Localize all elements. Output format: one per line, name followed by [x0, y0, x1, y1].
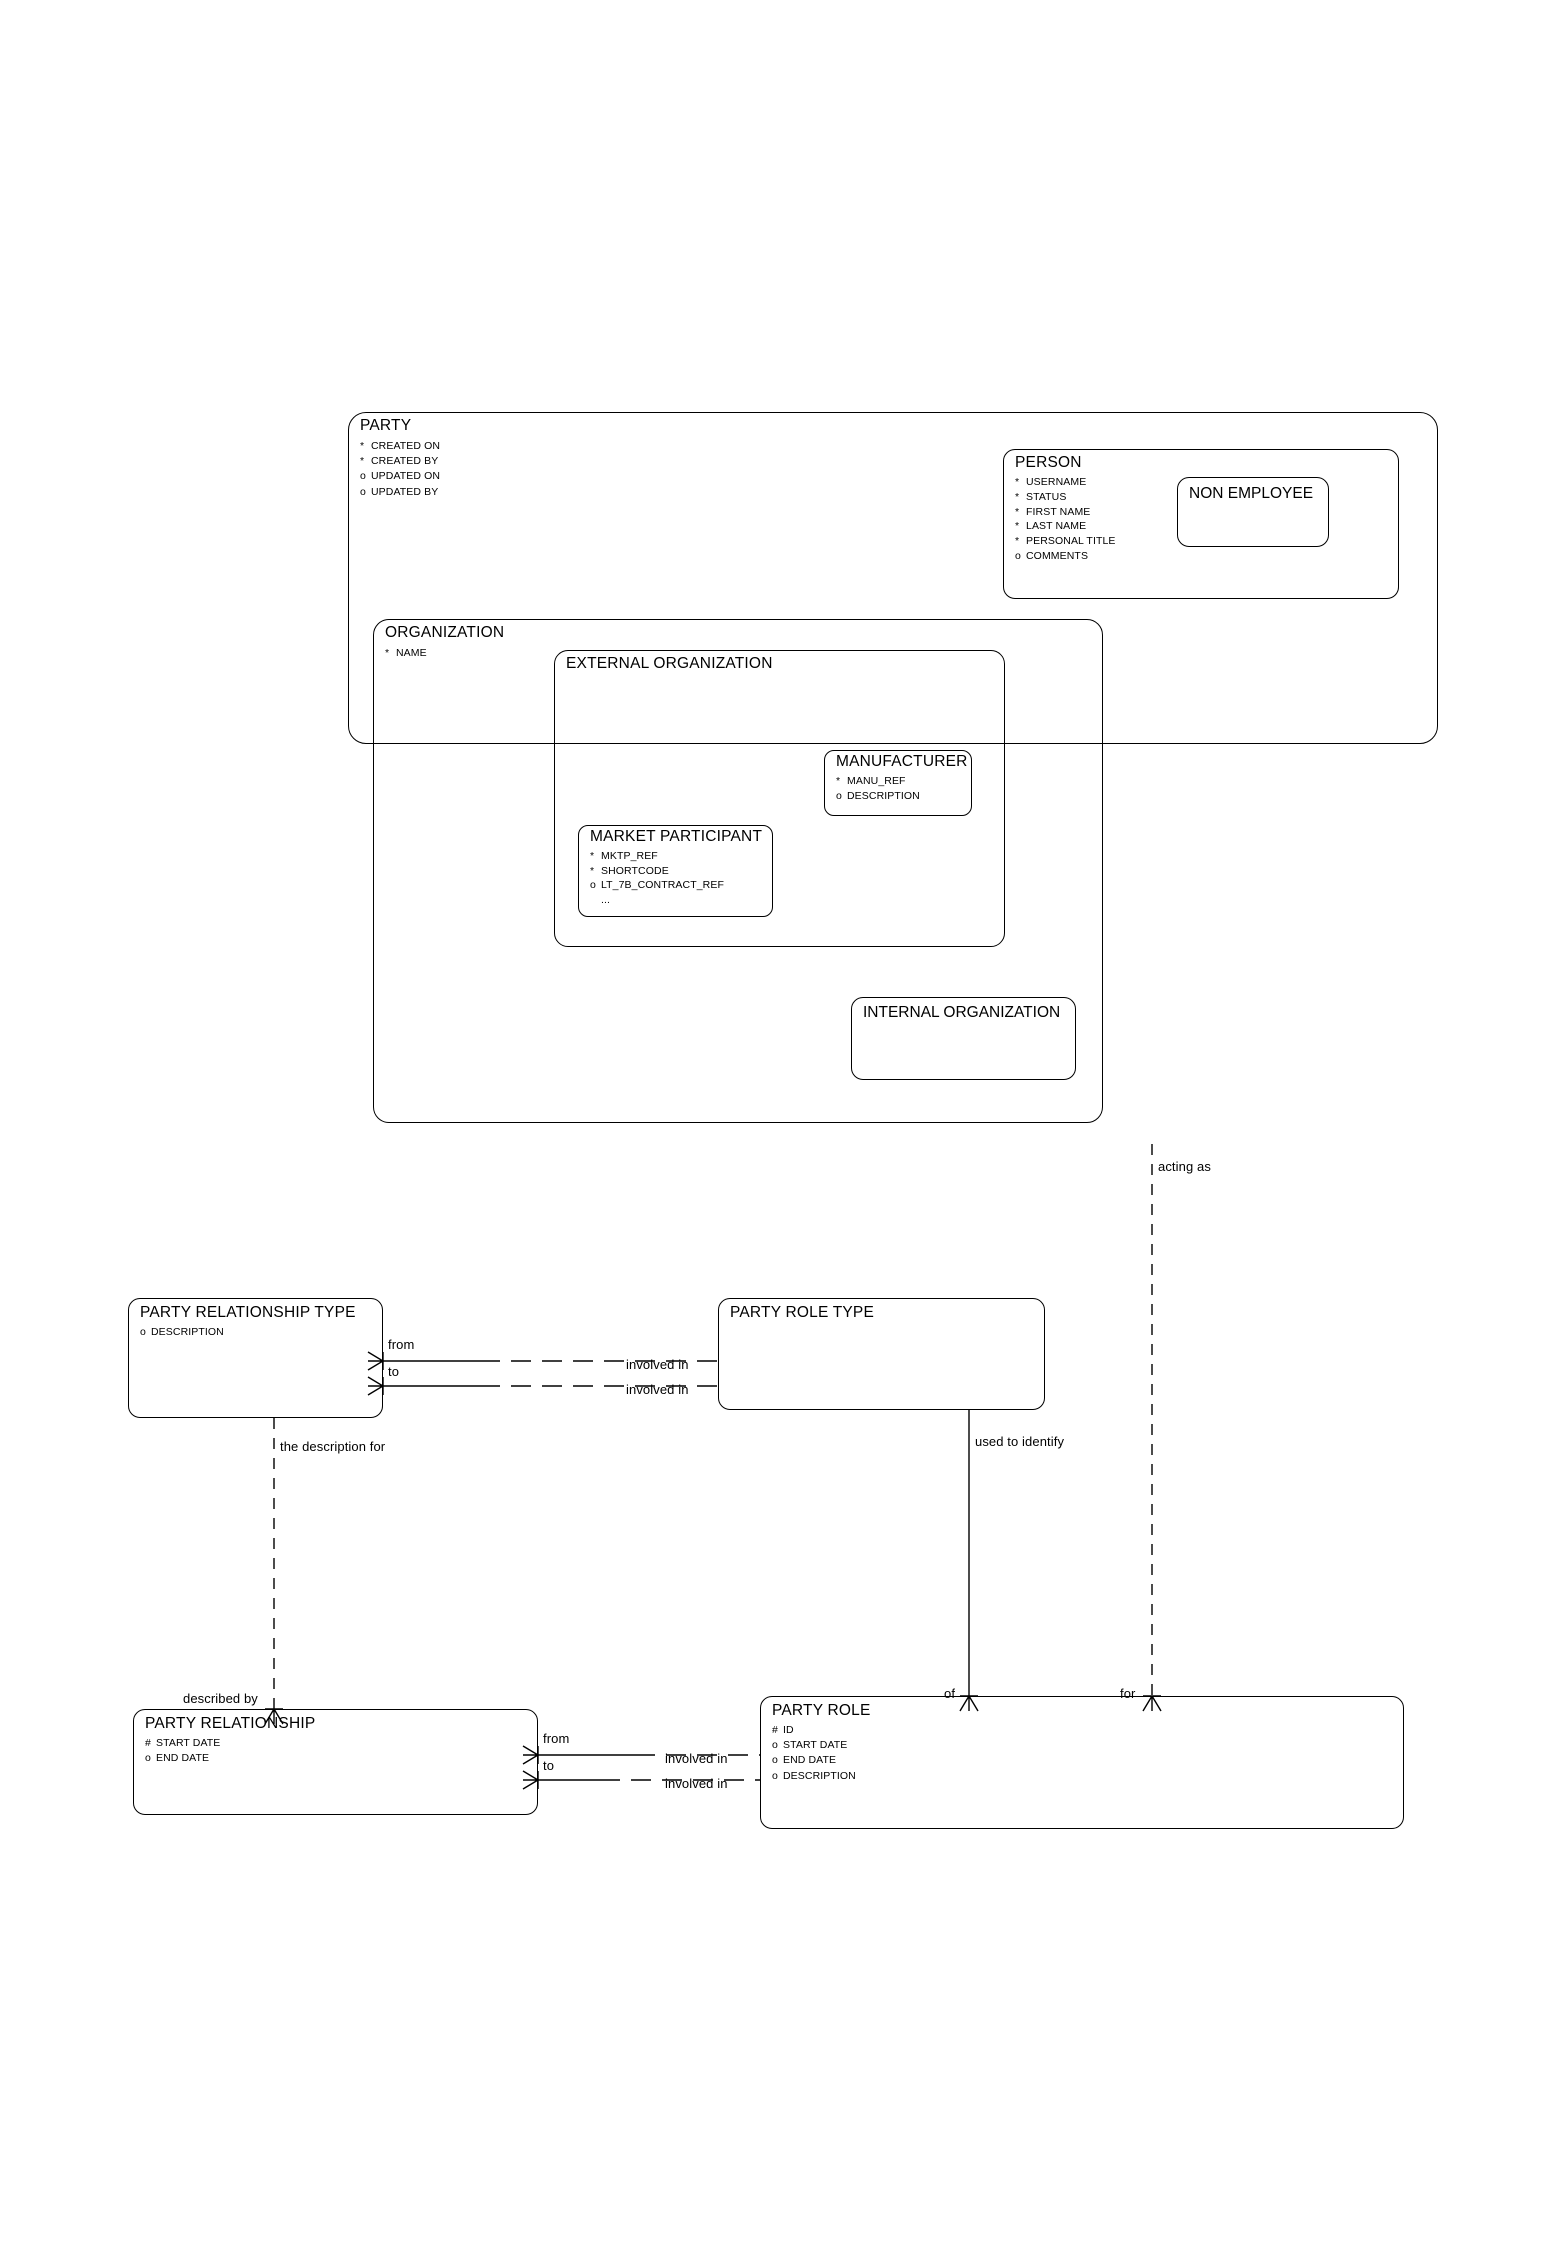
connector-prt-from-involved-in	[367, 1351, 718, 1371]
entity-internal-organization-title: INTERNAL ORGANIZATION	[863, 1004, 1061, 1021]
entity-non-employee-title: NON EMPLOYEE	[1189, 485, 1314, 502]
entity-person[interactable]: PERSON *USERNAME *STATUS *FIRST NAME *LA…	[1003, 449, 1399, 599]
entity-internal-organization[interactable]: INTERNAL ORGANIZATION	[851, 997, 1076, 1080]
attribute-row: *FIRST NAME	[1015, 505, 1091, 518]
connector-used-to-identify	[959, 1410, 979, 1712]
connector-prt-to-involved-in	[367, 1376, 718, 1396]
connector-pr-to-involved-in	[522, 1770, 760, 1790]
label-acting-as: acting as	[1158, 1159, 1211, 1174]
attribute-row: *SHORTCODE	[590, 864, 669, 877]
entity-organization[interactable]: ORGANIZATION *NAME	[373, 619, 1103, 1123]
attribute-row: *USERNAME	[1015, 476, 1087, 488]
connector-acting-as	[1142, 1144, 1162, 1712]
entity-external-organization-title: EXTERNAL ORGANIZATION	[566, 655, 773, 672]
label-type-to: to	[388, 1364, 400, 1379]
entity-market-participant[interactable]: MARKET PARTICIPANT *MKTP_REF *SHORTCODE …	[578, 825, 773, 917]
entity-party-role-type[interactable]: PARTY ROLE TYPE	[718, 1298, 1045, 1410]
label-the-description-for: the description for	[280, 1439, 386, 1454]
label-rel-involved-in-lower: involved in	[665, 1776, 728, 1791]
entity-person-attributes: *USERNAME *STATUS *FIRST NAME *LAST NAME…	[1015, 475, 1116, 564]
label-for: for	[1120, 1686, 1136, 1701]
entity-party-title: PARTY	[360, 417, 412, 434]
label-type-from: from	[388, 1337, 415, 1352]
entity-party-role-title: PARTY ROLE	[772, 1702, 871, 1719]
entity-non-employee[interactable]: NON EMPLOYEE	[1177, 477, 1329, 547]
label-described-by: described by	[183, 1691, 258, 1706]
entity-market-participant-title: MARKET PARTICIPANT	[590, 828, 763, 845]
entity-party-relationship-type-title: PARTY RELATIONSHIP TYPE	[140, 1304, 356, 1321]
entity-person-title: PERSON	[1015, 454, 1082, 471]
attribute-row: *STATUS	[1015, 490, 1067, 503]
connector-the-description-for	[264, 1418, 284, 1725]
attribute-row: *NAME	[385, 647, 427, 659]
entity-party-relationship-title: PARTY RELATIONSHIP	[145, 1715, 316, 1732]
entity-external-organization[interactable]: EXTERNAL ORGANIZATION	[554, 650, 1005, 947]
attribute-row: *PERSONAL TITLE	[1015, 535, 1116, 548]
entity-party-role-type-title: PARTY ROLE TYPE	[730, 1304, 874, 1321]
attribute-row: #ID	[772, 1724, 794, 1736]
attribute-row: ...	[601, 893, 611, 906]
attribute-row: *CREATED BY	[360, 455, 439, 468]
label-used-to-identify: used to identify	[975, 1434, 1065, 1449]
attribute-row: *LAST NAME	[1015, 520, 1087, 533]
attribute-row: *MANU_REF	[836, 775, 906, 787]
label-rel-involved-in-upper: involved in	[665, 1751, 728, 1766]
label-type-involved-in-right-lower: involved in	[626, 1382, 689, 1397]
attribute-row: *MKTP_REF	[590, 850, 658, 862]
attribute-row: #START DATE	[145, 1737, 221, 1749]
connector-pr-from-involved-in	[522, 1745, 760, 1765]
entity-organization-attributes: *NAME	[385, 646, 427, 661]
label-rel-to: to	[543, 1758, 555, 1773]
label-type-involved-in-right-upper: involved in	[626, 1357, 689, 1372]
entity-manufacturer-title: MANUFACTURER	[836, 753, 968, 770]
entity-organization-title: ORGANIZATION	[385, 624, 505, 641]
label-rel-from: from	[543, 1731, 570, 1746]
label-of: of	[944, 1686, 956, 1701]
attribute-row: *CREATED ON	[360, 440, 441, 452]
